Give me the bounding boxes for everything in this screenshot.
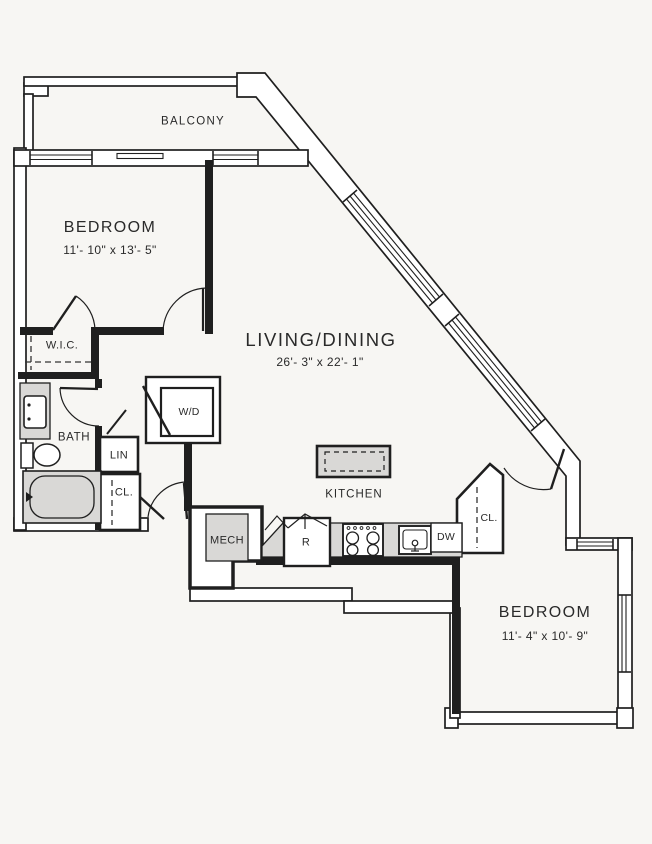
doors [52, 287, 566, 520]
toilet-tank [20, 442, 34, 469]
wd-door [141, 385, 172, 436]
bedroom2-closet-box [455, 462, 505, 555]
living-dining-label: LIVING/DINING [245, 328, 397, 350]
dishwasher-box [430, 522, 463, 553]
diagonal-window-lower [444, 313, 546, 432]
mech-label: MECH [210, 534, 244, 547]
toilet-bowl [33, 443, 61, 467]
linen-closet-box [98, 435, 140, 474]
balcony-parapet-top [23, 76, 241, 87]
bath-right-wall-top [95, 379, 102, 388]
mech-unit [205, 513, 249, 562]
closet-rods [25, 336, 478, 548]
bedroom2-door [503, 448, 566, 491]
bedroom1-south-wall-a [20, 327, 53, 335]
kitchen-step-wall-b [343, 600, 459, 614]
wd-closet-inner [159, 386, 215, 438]
bedroom1-window [29, 151, 93, 165]
bedroom2-bottom-wall [449, 711, 633, 725]
bathtub [22, 470, 102, 524]
faucet-dot-1 [27, 403, 31, 407]
island-overhang-dashed [324, 451, 385, 472]
fridge-door-swing-left [264, 515, 289, 531]
bedroom1-living-wall [205, 160, 213, 334]
kitchen-island [315, 444, 392, 479]
kitchen-sink [398, 525, 432, 555]
wic-bottom-wall [18, 372, 99, 379]
windows [29, 151, 631, 673]
tub-faucet [26, 492, 33, 502]
faucet-dot-2 [27, 417, 31, 421]
diagonal-exterior-wall [236, 72, 581, 546]
hall-closet-box [98, 472, 142, 532]
bedroom2-right-wall [617, 537, 633, 727]
linen-door [106, 409, 127, 435]
wic-door [52, 295, 96, 331]
refrigerator-box [282, 516, 332, 568]
bedroom2-top-window [576, 539, 614, 550]
bath-door [59, 386, 100, 427]
kitchen-step-wall-a [189, 587, 353, 602]
bottom-corner-flare-right [616, 707, 634, 729]
bedroom2-left-wall [452, 556, 460, 714]
bedroom1-door [162, 287, 207, 332]
living-dining-dimensions: 26'- 3" x 22'- 1" [276, 355, 364, 369]
refrigerator-label: R [301, 536, 311, 549]
hall-right-wall [184, 441, 192, 511]
bedroom1-label: BEDROOM [63, 219, 157, 236]
kitchen-back-wall [256, 556, 456, 565]
bedroom2-dimensions: 11'- 4" x 10'- 9" [501, 629, 589, 643]
wd-label: W/D [178, 405, 200, 418]
wic-label: W.I.C. [45, 339, 79, 352]
vanity-sink [23, 395, 47, 429]
kitchen-label: KITCHEN [325, 488, 383, 501]
bath-label: BATH [57, 431, 91, 444]
bath-fixtures [19, 382, 102, 524]
entry-door [147, 481, 189, 520]
balcony-label: BALCONY [160, 115, 226, 128]
stove [342, 523, 384, 557]
bedroom1-dimensions: 11'- 10" x 13'- 5" [63, 243, 157, 257]
dishwasher-label: DW [437, 530, 455, 543]
bedroom1-south-wall-b [96, 327, 164, 335]
bedroom2-closet-label: CL. [480, 511, 498, 524]
hall-closet-door [139, 496, 165, 520]
living-window [212, 151, 259, 165]
balcony-slider-panel [116, 152, 164, 160]
bedroom2-right-window [618, 594, 631, 673]
linen-label: LIN [109, 449, 129, 462]
wic-right-wall [91, 327, 99, 379]
bedroom2-label: BEDROOM [498, 604, 592, 621]
diagonal-window-upper [342, 189, 444, 307]
hall-closet-label: CL. [114, 486, 134, 499]
kitchen-fixtures [205, 444, 463, 568]
